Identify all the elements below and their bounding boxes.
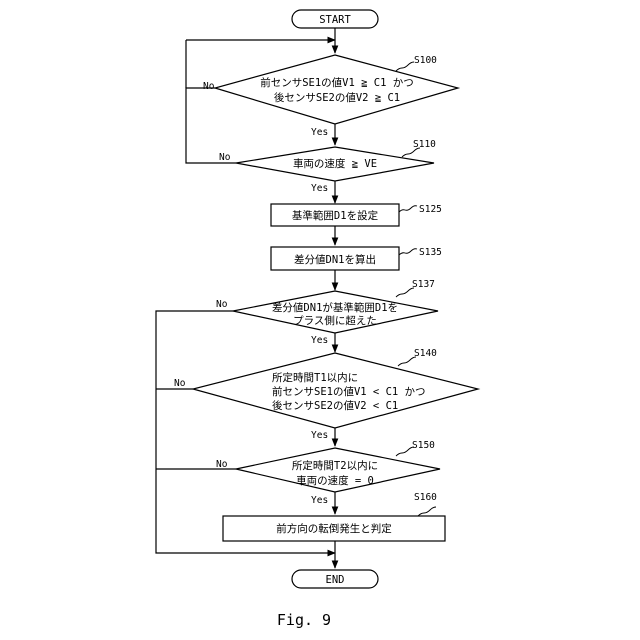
step-label-s150: S150 [396,440,435,456]
s140-line-3: 後センサSE2の値V2 < C1 [272,399,398,412]
s100-line-1: 前センサSE1の値V1 ≧ C1 かつ [260,76,414,89]
leader-s160 [418,507,436,516]
decision-s140: 所定時間T1以内に 前センサSE1の値V1 < C1 かつ 後センサSE2の値V… [193,353,478,428]
process-s135: 差分値DN1を算出 [271,247,399,270]
process-s125: 基準範囲D1を設定 [271,204,399,226]
s160-line-1: 前方向の転倒発生と判定 [276,522,392,535]
s135-id: S135 [419,247,442,258]
leader-s125 [399,206,417,212]
step-label-s160: S160 [414,492,437,516]
step-label-s100: S100 [396,55,437,71]
step-label-s135: S135 [399,247,442,258]
s140-line-2: 前センサSE1の値V1 < C1 かつ [272,385,426,398]
start-label: START [319,14,351,26]
s150-line-2: 車両の速度 = 0 [296,474,374,487]
leader-s135 [399,249,417,255]
decision-s110: 車両の速度 ≧ VE [236,147,434,181]
step-label-s125: S125 [399,204,442,215]
yes-label-s140: Yes [311,430,328,441]
no-label-s100: No [203,81,215,92]
process-s160: 前方向の転倒発生と判定 [223,516,445,541]
decision-s150: 所定時間T2以内に 車両の速度 = 0 [236,448,440,492]
s150-line-1: 所定時間T2以内に [292,459,378,472]
s140-line-1: 所定時間T1以内に [272,371,358,384]
no-label-s150: No [216,459,228,470]
end-terminal: END [292,570,378,588]
yes-label-s100: Yes [311,127,328,138]
yes-label-s150: Yes [311,495,328,506]
leader-s100 [396,62,414,71]
s100-id: S100 [414,55,437,66]
step-label-s140: S140 [398,348,437,366]
yes-label-s110: Yes [311,183,328,194]
s110-id: S110 [413,139,436,150]
yes-label-s137: Yes [311,335,328,346]
s160-id: S160 [414,492,437,503]
s140-id: S140 [414,348,437,359]
s125-line-1: 基準範囲D1を設定 [292,209,379,222]
step-label-s110: S110 [402,139,436,157]
no-label-s140: No [174,378,186,389]
s137-id: S137 [412,279,435,290]
s125-id: S125 [419,204,442,215]
s137-line-2: プラス側に超えた [293,314,377,327]
no-label-s137: No [216,299,228,310]
s135-line-1: 差分値DN1を算出 [294,253,376,266]
no-label-s110: No [219,152,231,163]
s110-line-1: 車両の速度 ≧ VE [293,157,377,170]
decision-s137: 差分値DN1が基準範囲D1を プラス側に超えた [233,291,438,333]
s150-id: S150 [412,440,435,451]
s100-line-2: 後センサSE2の値V2 ≧ C1 [274,91,400,104]
s137-line-1: 差分値DN1が基準範囲D1を [272,301,398,314]
figure-caption: Fig. 9 [277,611,331,629]
step-label-s137: S137 [396,279,435,297]
start-terminal: START [292,10,378,28]
end-label: END [326,574,345,586]
